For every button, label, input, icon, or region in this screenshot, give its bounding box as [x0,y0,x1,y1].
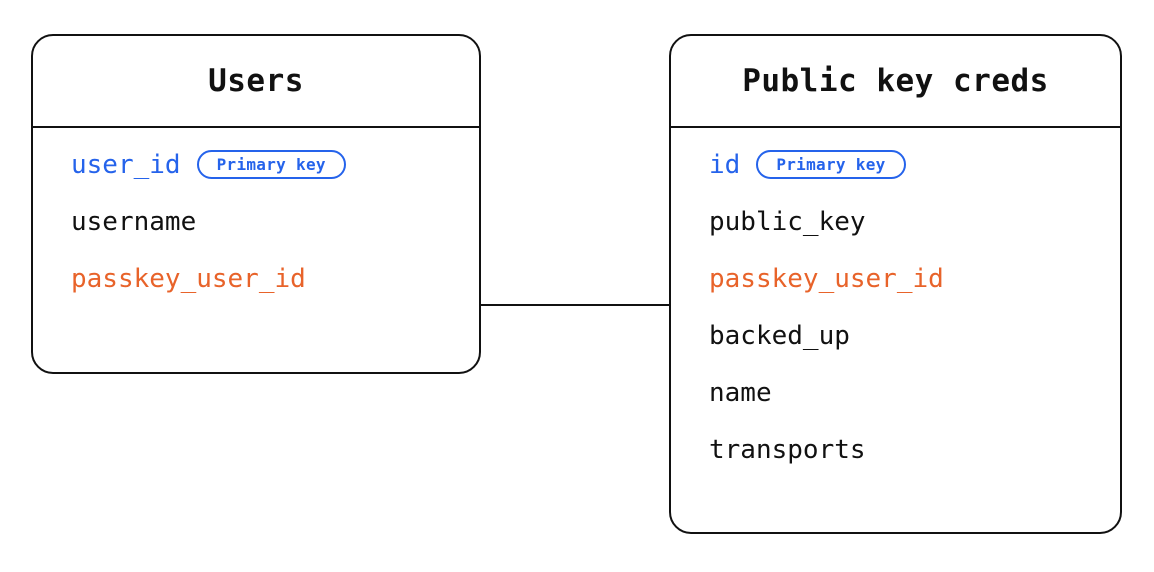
field-name-passkey-user-id: passkey_user_id [71,263,306,294]
field-row-backed-up[interactable]: backed_up [709,307,1120,364]
relationship-connector-line [479,304,671,306]
field-name-passkey-user-id: passkey_user_id [709,263,944,294]
entity-box-public-key-creds[interactable]: Public key creds id Primary key public_k… [669,34,1122,534]
field-row-name[interactable]: name [709,364,1120,421]
primary-key-badge: Primary key [756,150,906,179]
entity-title-users: Users [208,63,304,99]
field-name-name: name [709,377,772,408]
field-row-user-id[interactable]: user_id Primary key [71,136,479,193]
field-row-username[interactable]: username [71,193,479,250]
entity-header-public-key-creds: Public key creds [671,36,1120,126]
entity-header-divider [33,126,479,128]
field-name-user-id: user_id [71,149,181,180]
field-row-id[interactable]: id Primary key [709,136,1120,193]
entity-header-users: Users [33,36,479,126]
field-list-public-key-creds: id Primary key public_key passkey_user_i… [671,136,1120,478]
field-name-id: id [709,149,741,180]
primary-key-badge-label: Primary key [776,154,886,174]
field-name-public-key: public_key [709,206,866,237]
primary-key-badge: Primary key [196,150,346,179]
field-name-transports: transports [709,434,866,465]
primary-key-badge-label: Primary key [216,154,326,174]
field-name-backed-up: backed_up [709,320,850,351]
field-list-users: user_id Primary key username passkey_use… [33,136,479,307]
entity-header-divider [671,126,1120,128]
field-row-public-key[interactable]: public_key [709,193,1120,250]
field-row-passkey-user-id[interactable]: passkey_user_id [71,250,479,307]
field-name-username: username [71,206,197,237]
entity-box-users[interactable]: Users user_id Primary key username passk… [31,34,481,374]
field-row-transports[interactable]: transports [709,421,1120,478]
entity-title-public-key-creds: Public key creds [742,63,1049,99]
field-row-passkey-user-id[interactable]: passkey_user_id [709,250,1120,307]
